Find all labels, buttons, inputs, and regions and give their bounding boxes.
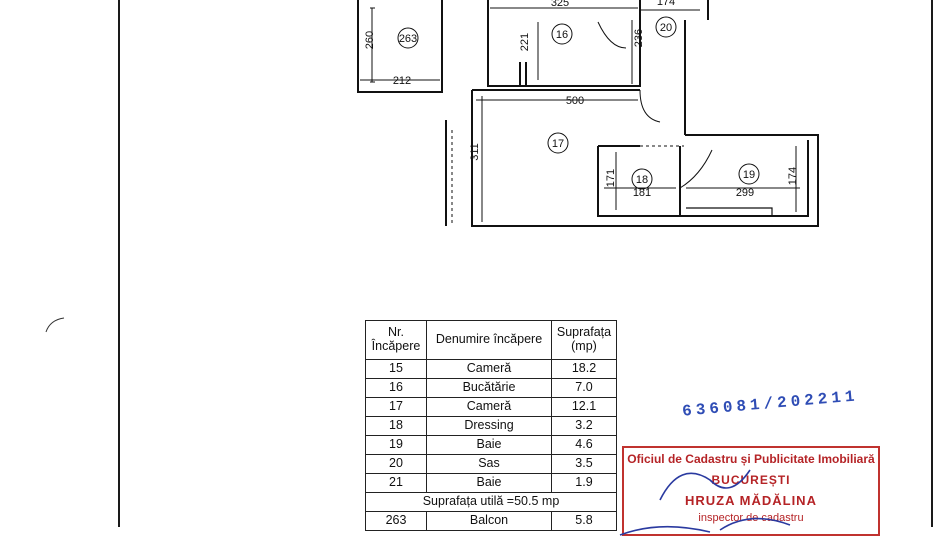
table-row: 18 Dressing 3.2 <box>365 416 617 436</box>
table-header-row: Nr.Încăpere Denumire încăpere Suprafața(… <box>365 320 617 360</box>
stamp-office: Oficiul de Cadastru și Publicitate Imobi… <box>627 452 875 466</box>
dim-500: 500 <box>566 95 584 107</box>
door-arc-sas <box>597 21 627 49</box>
cell-nr: 16 <box>365 378 427 398</box>
wall-kitchen-inner <box>519 62 527 86</box>
dim-174-top: 174 <box>657 0 675 8</box>
room-id-17: 17 <box>552 138 564 150</box>
cell-nr: 20 <box>365 454 427 474</box>
table-row: 263 Balcon 5.8 <box>365 511 617 531</box>
cell-area: 3.2 <box>551 416 617 436</box>
signature <box>619 469 791 536</box>
wall-sas <box>639 0 709 135</box>
wall-bath19 <box>679 140 809 217</box>
door-arc-dressing <box>679 149 713 189</box>
cell-name: Baie <box>426 473 552 493</box>
floor-plan: 263 16 20 17 18 19 260 212 325 174 221 2… <box>357 0 819 227</box>
dim-260: 260 <box>364 31 376 49</box>
cell-total: Suprafața utilă =50.5 mp <box>365 492 617 512</box>
cell-nr: 21 <box>365 473 427 493</box>
page-frame-right <box>931 0 933 527</box>
page-frame-left <box>118 0 120 527</box>
cell-area: 18.2 <box>551 359 617 379</box>
table-row: 17 Cameră 12.1 <box>365 397 617 417</box>
table-row: 21 Baie 1.9 <box>365 473 617 493</box>
dim-221: 221 <box>519 33 531 51</box>
table-row: 19 Baie 4.6 <box>365 435 617 455</box>
dim-174-right: 174 <box>787 167 799 185</box>
cell-name: Baie <box>426 435 552 455</box>
cell-name: Cameră <box>426 397 552 417</box>
header-nr: Nr.Încăpere <box>365 320 427 360</box>
header-name: Denumire încăpere <box>426 320 552 360</box>
room-circle-18 <box>631 168 653 190</box>
cell-area: 4.6 <box>551 435 617 455</box>
cell-name: Balcon <box>426 511 552 531</box>
cell-nr: 19 <box>365 435 427 455</box>
room-circle-263 <box>397 27 419 49</box>
dim-212: 212 <box>393 75 411 87</box>
stamp-registration-number: 636081/202211 <box>681 387 860 421</box>
wall-room17 <box>471 89 819 227</box>
cell-nr: 18 <box>365 416 427 436</box>
room-id-18: 18 <box>636 174 648 186</box>
table-row: 20 Sas 3.5 <box>365 454 617 474</box>
stamp-inspector-name: HRUZA MĂDĂLINA <box>685 493 817 508</box>
cell-area: 12.1 <box>551 397 617 417</box>
cell-area: 7.0 <box>551 378 617 398</box>
room-id-19: 19 <box>743 169 755 181</box>
cell-nr: 17 <box>365 397 427 417</box>
wall-bath-fixture <box>686 207 773 216</box>
dim-171: 171 <box>605 169 617 187</box>
cell-name: Bucătărie <box>426 378 552 398</box>
scan-mark <box>45 317 65 333</box>
cell-nr: 263 <box>365 511 427 531</box>
cell-name: Dressing <box>426 416 552 436</box>
table-row: 16 Bucătărie 7.0 <box>365 378 617 398</box>
wall-kitchen <box>487 0 641 87</box>
header-area: Suprafața(mp) <box>551 320 617 360</box>
dim-299: 299 <box>736 187 754 199</box>
wall-balcony <box>357 0 443 93</box>
cell-nr: 15 <box>365 359 427 379</box>
stamp-city: BUCUREȘTI <box>711 473 791 487</box>
document-page: 263 16 20 17 18 19 260 212 325 174 221 2… <box>45 0 933 536</box>
dim-181: 181 <box>633 187 651 199</box>
cell-name: Cameră <box>426 359 552 379</box>
room-circle-20 <box>655 16 677 38</box>
door-arc-room17 <box>639 89 661 123</box>
table-row: 15 Cameră 18.2 <box>365 359 617 379</box>
room-circle-17 <box>547 132 569 154</box>
wall-dash-left <box>445 130 453 226</box>
room-circle-19 <box>738 163 760 185</box>
cadastre-stamp: Oficiul de Cadastru și Publicitate Imobi… <box>622 446 880 536</box>
dim-325: 325 <box>551 0 569 9</box>
room-circle-16 <box>551 23 573 45</box>
room-id-16: 16 <box>556 29 568 41</box>
cell-name: Sas <box>426 454 552 474</box>
room-id-263: 263 <box>399 33 417 45</box>
room-id-20: 20 <box>660 22 672 34</box>
dim-236: 236 <box>633 29 645 47</box>
rooms-table: Nr.Încăpere Denumire încăpere Suprafața(… <box>365 320 617 531</box>
dim-311: 311 <box>469 143 481 161</box>
table-total-row: Suprafața utilă =50.5 mp <box>365 492 617 512</box>
